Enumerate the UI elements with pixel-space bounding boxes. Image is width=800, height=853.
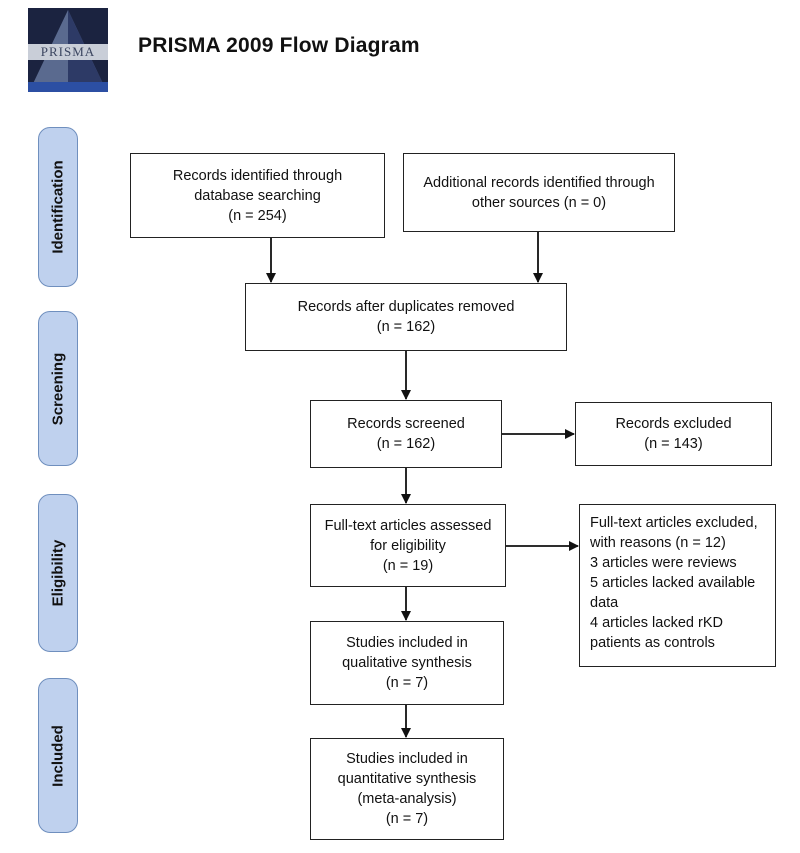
logo-text: PRISMA bbox=[28, 44, 108, 60]
box-after-duplicates: Records after duplicates removed (n = 16… bbox=[245, 283, 567, 351]
phase-eligibility: Eligibility bbox=[38, 494, 78, 652]
box-other-sources: Additional records identified through ot… bbox=[403, 153, 675, 232]
box-fulltext-excluded: Full-text articles excluded, with reason… bbox=[579, 504, 776, 667]
box-records-excluded: Records excluded (n = 143) bbox=[575, 402, 772, 466]
phase-screening-label: Screening bbox=[49, 352, 67, 425]
phase-included-label: Included bbox=[49, 724, 67, 787]
box-records-screened: Records screened (n = 162) bbox=[310, 400, 502, 468]
phase-included: Included bbox=[38, 678, 78, 833]
phase-eligibility-label: Eligibility bbox=[49, 539, 67, 607]
phase-identification-label: Identification bbox=[49, 160, 67, 254]
prisma-logo: PRISMA bbox=[28, 8, 108, 92]
box-fulltext-assessed: Full-text articles assessed for eligibil… bbox=[310, 504, 506, 587]
phase-screening: Screening bbox=[38, 311, 78, 466]
box-quantitative-synthesis: Studies included in quantitative synthes… bbox=[310, 738, 504, 840]
box-database-records: Records identified through database sear… bbox=[130, 153, 385, 238]
phase-identification: Identification bbox=[38, 127, 78, 287]
page-title: PRISMA 2009 Flow Diagram bbox=[138, 34, 420, 57]
box-qualitative-synthesis: Studies included in qualitative synthesi… bbox=[310, 621, 504, 705]
